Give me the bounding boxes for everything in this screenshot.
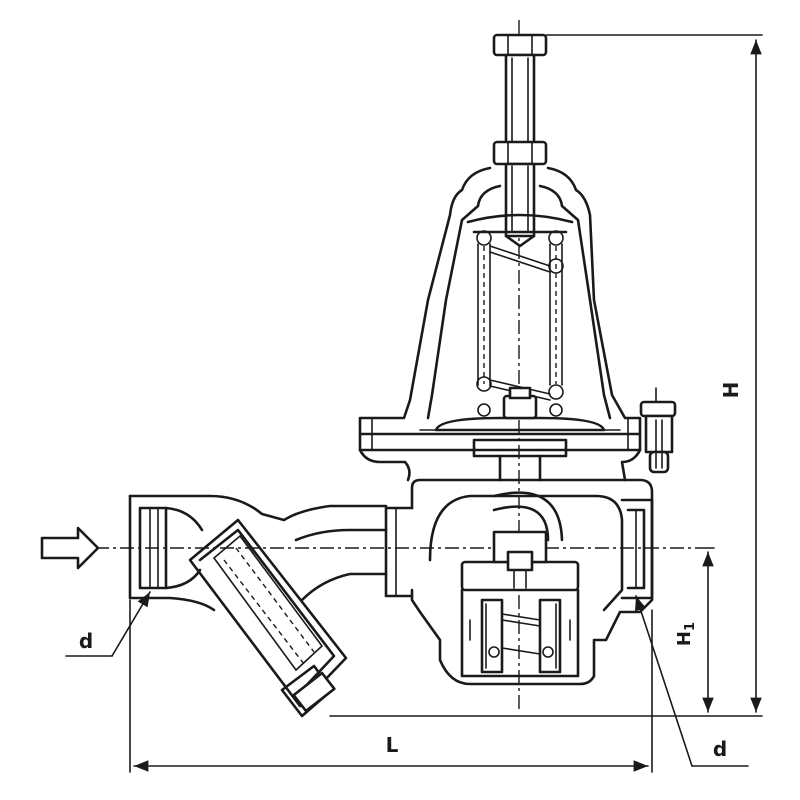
strainer: [128, 494, 388, 718]
dimension-label-inlet-d: d: [79, 629, 93, 653]
leader-outlet-d: d: [635, 595, 749, 767]
dimension-label-H: H: [719, 382, 743, 399]
dimension-label-L: L: [386, 733, 399, 757]
diaphragm: [419, 386, 621, 482]
dimension-label-H1: H1: [674, 622, 698, 646]
dimension-L: L: [129, 599, 653, 773]
dimension-H: H: [329, 34, 763, 717]
dimension-label-outlet-d: d: [713, 737, 727, 761]
bonnet: [358, 166, 642, 482]
center-lines: [95, 20, 700, 710]
vent-plug: [639, 387, 677, 474]
dimension-H1: H1: [674, 547, 715, 713]
valve-cartridge: [460, 530, 580, 678]
leader-inlet-d: d: [65, 591, 151, 657]
hollow-right-arrow-icon: [40, 526, 100, 570]
spring: [476, 230, 564, 417]
adjusting-screw: [492, 33, 548, 248]
